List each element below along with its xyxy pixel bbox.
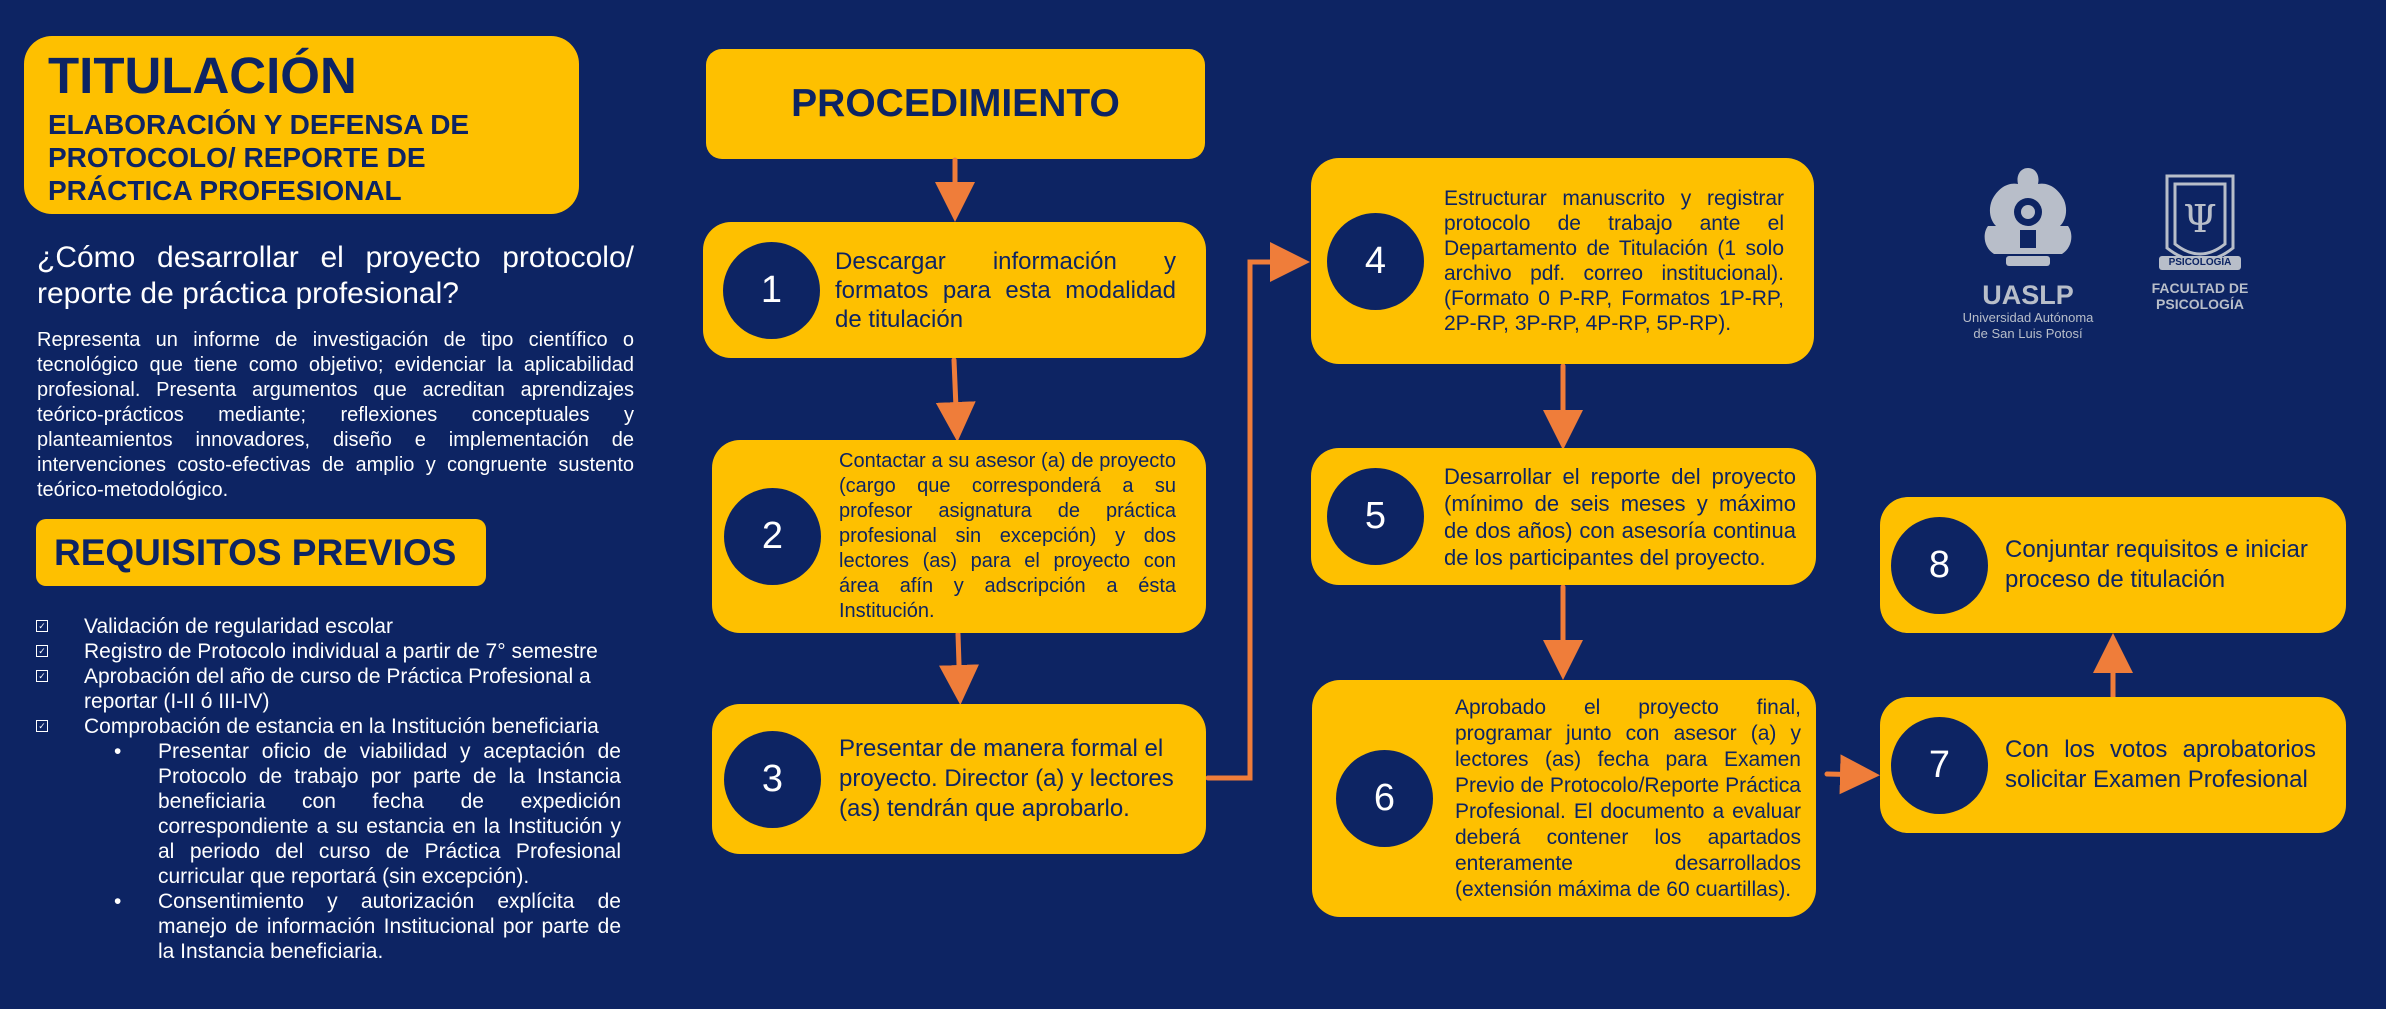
list-item: ✓Registro de Protocolo individual a part… [36,639,621,664]
eagle-crest-icon [1984,168,2072,266]
uaslp-fullname-1: Universidad Autónoma [1962,310,2094,325]
list-item: ✓Aprobación del año de curso de Práctica… [36,664,621,714]
arrow-2-to-3 [939,631,980,705]
checkbox-icon: ✓ [36,645,48,657]
step-text: Estructurar manuscrito y registrar proto… [1444,187,1784,335]
bullet-icon: • [114,740,122,763]
list-item: ✓Comprobación de estancia en la Instituc… [36,714,621,964]
step-8: 8 Conjuntar requisitos e iniciar proceso… [1880,497,2346,633]
step-6: 6 Aprobado el proyecto final, programar … [1312,680,1816,917]
step-text: Aprobado el proyecto final, programar ju… [1455,695,1801,901]
step-text: Con los votos aprobatorios solicitar Exa… [2005,736,2316,793]
faculty-name-2: PSICOLOGÍA [2156,296,2244,312]
page-subtitle: ELABORACIÓN Y DEFENSA DE PROTOCOLO/ REPO… [48,109,470,206]
step-number: 6 [1336,750,1433,847]
step-2: 2 Contactar a su asesor (a) de proyecto … [712,440,1206,633]
step-text: Contactar a su asesor (a) de proyecto (c… [839,450,1176,622]
requirements-sublist: •Presentar oficio de viabilidad y acepta… [84,739,621,964]
requirements-list: ✓Validación de regularidad escolar ✓Regi… [36,614,621,964]
arrow-3-to-4 [1205,242,1310,781]
list-item: •Consentimiento y autorización explícita… [114,890,621,963]
step-number: 7 [1891,716,1988,814]
list-item: ✓Validación de regularidad escolar [36,614,621,639]
step-text: Presentar de manera formal el proyecto. … [839,735,1174,822]
step-text: Desarrollar el reporte del proyecto (mín… [1444,463,1796,570]
step-number: 8 [1891,516,1988,614]
intro-question: ¿Cómo desarrollar el proyecto protocolo/… [37,241,634,310]
step-number: 1 [723,241,820,339]
faculty-logo: Ψ PSICOLOGÍA FACULTAD DE PSICOLOGÍA [2145,170,2255,320]
step-3: 3 Presentar de manera formal el proyecto… [712,704,1206,854]
psychology-crest-icon: Ψ [2165,174,2235,263]
step-5: 5 Desarrollar el reporte del proyecto (m… [1311,448,1816,585]
step-text: Descargar información y formatos para es… [835,247,1176,333]
intro-description: Representa un informe de investigación d… [37,329,634,501]
faculty-name-1: FACULTAD DE [2151,280,2249,296]
psi-icon: Ψ [2183,197,2216,241]
checkbox-icon: ✓ [36,670,48,682]
uaslp-fullname-2: de San Luis Potosí [1973,326,2083,341]
requirements-title: REQUISITOS PREVIOS [36,519,486,586]
page-title: TITULACIÓN [48,47,357,104]
arrow-6-to-7 [1824,754,1880,795]
title-box: TITULACIÓN ELABORACIÓN Y DEFENSA DE PROT… [24,36,579,214]
step-number: 2 [724,488,821,585]
procedure-title: PROCEDIMIENTO [706,49,1205,159]
step-4: 4 Estructurar manuscrito y registrar pro… [1311,158,1814,364]
arrow-1-to-2 [935,357,976,442]
step-7: 7 Con los votos aprobatorios solicitar E… [1880,697,2346,833]
step-number: 4 [1327,212,1424,310]
uaslp-name: UASLP [1982,280,2074,310]
list-item: •Presentar oficio de viabilidad y acepta… [114,740,621,888]
checkbox-icon: ✓ [36,720,48,732]
bullet-icon: • [114,890,122,913]
faculty-banner: PSICOLOGÍA [2159,256,2241,270]
step-number: 5 [1327,468,1424,565]
step-number: 3 [724,730,821,828]
uaslp-logo: UASLP Universidad Autónoma de San Luis P… [1948,160,2108,345]
step-text: Conjuntar requisitos e iniciar proceso d… [2005,536,2308,593]
step-1: 1 Descargar información y formatos para … [703,222,1206,358]
checkbox-icon: ✓ [36,620,48,632]
